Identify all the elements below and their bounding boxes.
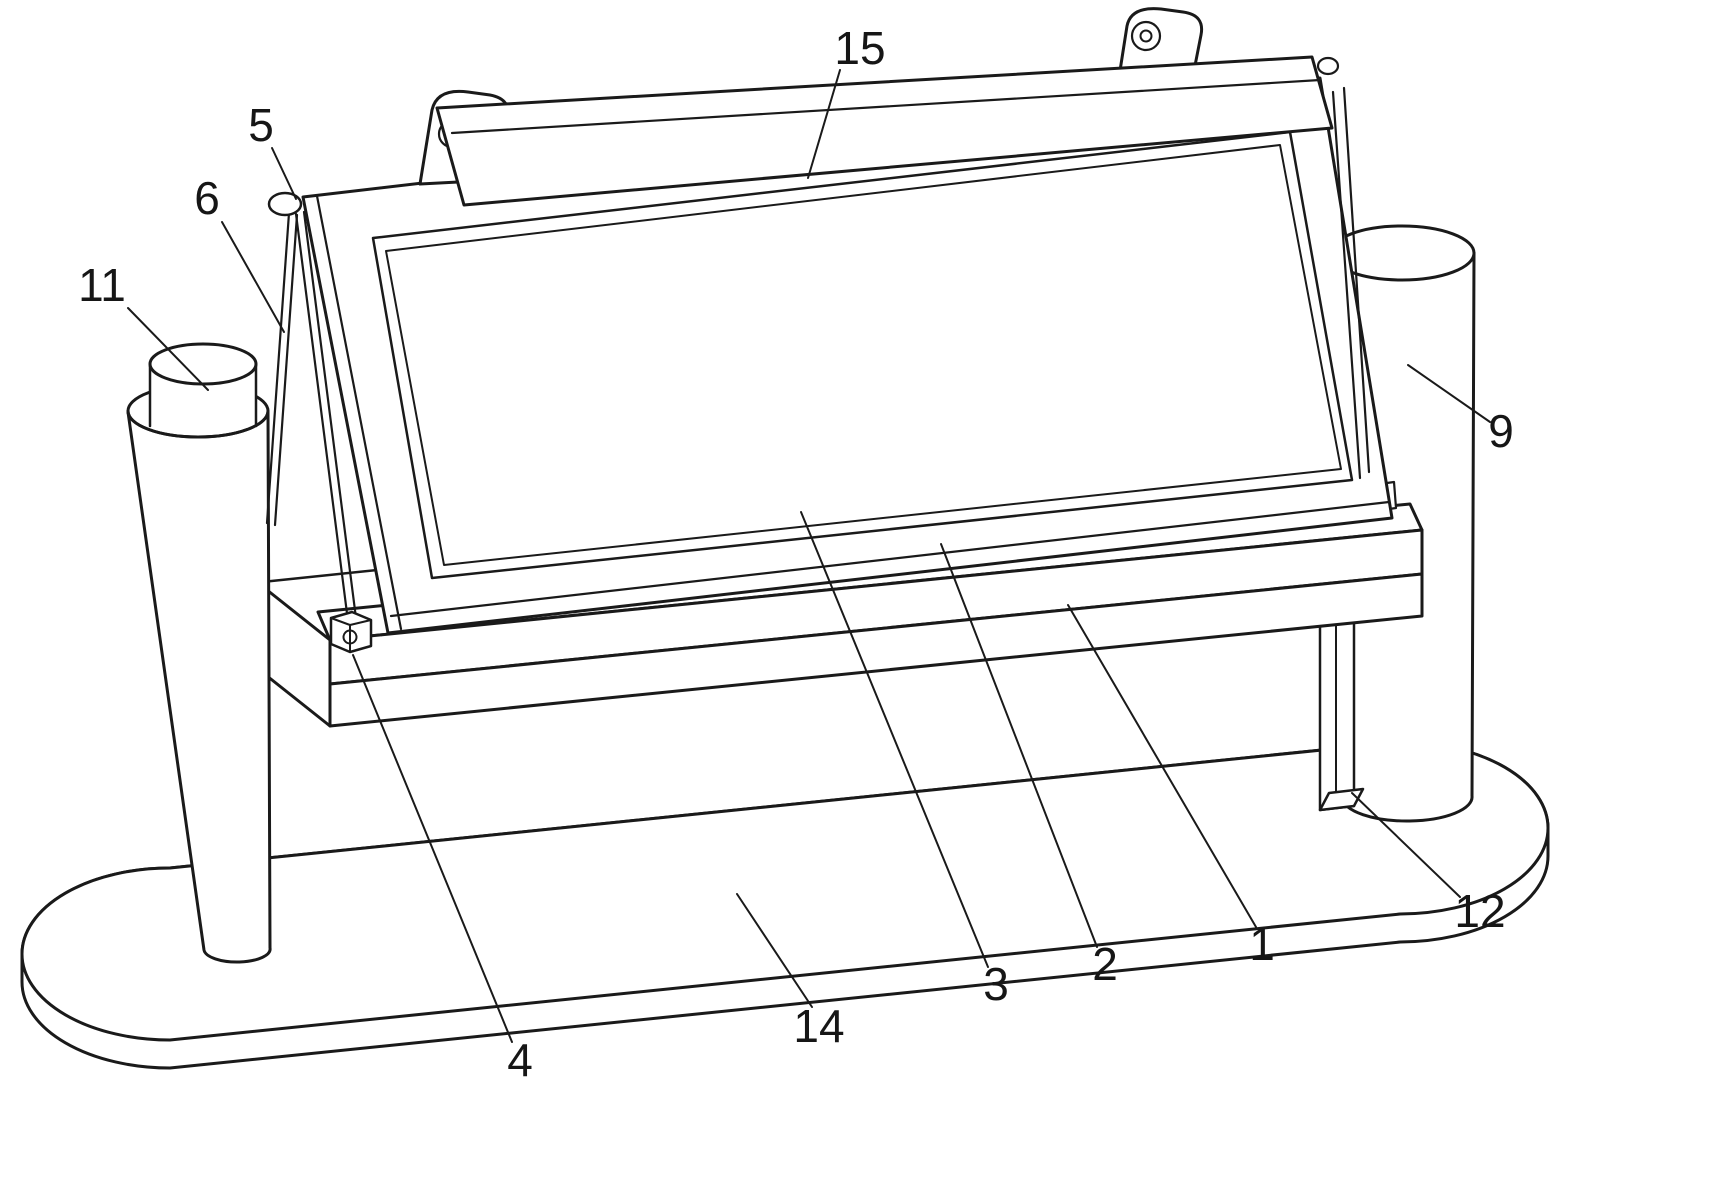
leader-line-14 [736, 893, 813, 1008]
right-hinge-pin-center [1139, 29, 1153, 43]
ref-label-2: 2 [1092, 938, 1118, 990]
front-strut-rod-b [302, 210, 359, 628]
leader-line-2 [940, 543, 1098, 948]
right-strut-rod-b [1342, 86, 1371, 474]
leader-line-12 [1351, 792, 1461, 898]
right-hinge-pin [1130, 20, 1162, 52]
leader-line-3 [800, 511, 989, 968]
ref-label-1: 1 [1249, 918, 1275, 970]
panel-bottom-edge-inner [389, 500, 1391, 618]
leader-line-1 [1067, 604, 1257, 928]
left-post-body [126, 410, 272, 964]
ref-label-15: 15 [834, 22, 885, 74]
leader-line-5 [271, 147, 297, 200]
slab-left-end-face [260, 584, 332, 728]
front-strut-rod-a [294, 212, 351, 631]
panel-inset-inner [385, 144, 1342, 566]
left-post-rim-front-arc [126, 409, 270, 439]
ref-label-4: 4 [507, 1034, 533, 1086]
seat-back-edge [260, 566, 398, 584]
panel-left-edge-inner [315, 194, 403, 631]
ref-label-12: 12 [1454, 885, 1505, 937]
ref-label-3: 3 [983, 958, 1009, 1010]
top-bar-end-knob [1316, 56, 1340, 76]
leader-line-15 [807, 69, 841, 179]
ref-label-11: 11 [78, 259, 126, 311]
ref-label-5: 5 [248, 99, 274, 151]
back-strut-rod-b [273, 213, 299, 527]
strut-foot-bolt [342, 629, 358, 645]
leader-line-9 [1407, 364, 1491, 423]
back-strut-rod-a [265, 211, 291, 525]
panel-inset-outer [371, 130, 1354, 580]
pivot-pin [267, 191, 303, 217]
right-strut-rod-a [1331, 90, 1362, 480]
leader-line-6 [221, 221, 285, 333]
top-bar-top-edge [450, 78, 1322, 135]
ref-label-6: 6 [194, 172, 220, 224]
base-plate-top-face [20, 740, 1550, 1042]
leader-line-4 [352, 654, 513, 1043]
ref-label-9: 9 [1488, 405, 1514, 457]
leader-line-11 [127, 307, 209, 391]
left-post-cap-top-face [148, 342, 258, 386]
ref-label-14: 14 [793, 1000, 844, 1052]
